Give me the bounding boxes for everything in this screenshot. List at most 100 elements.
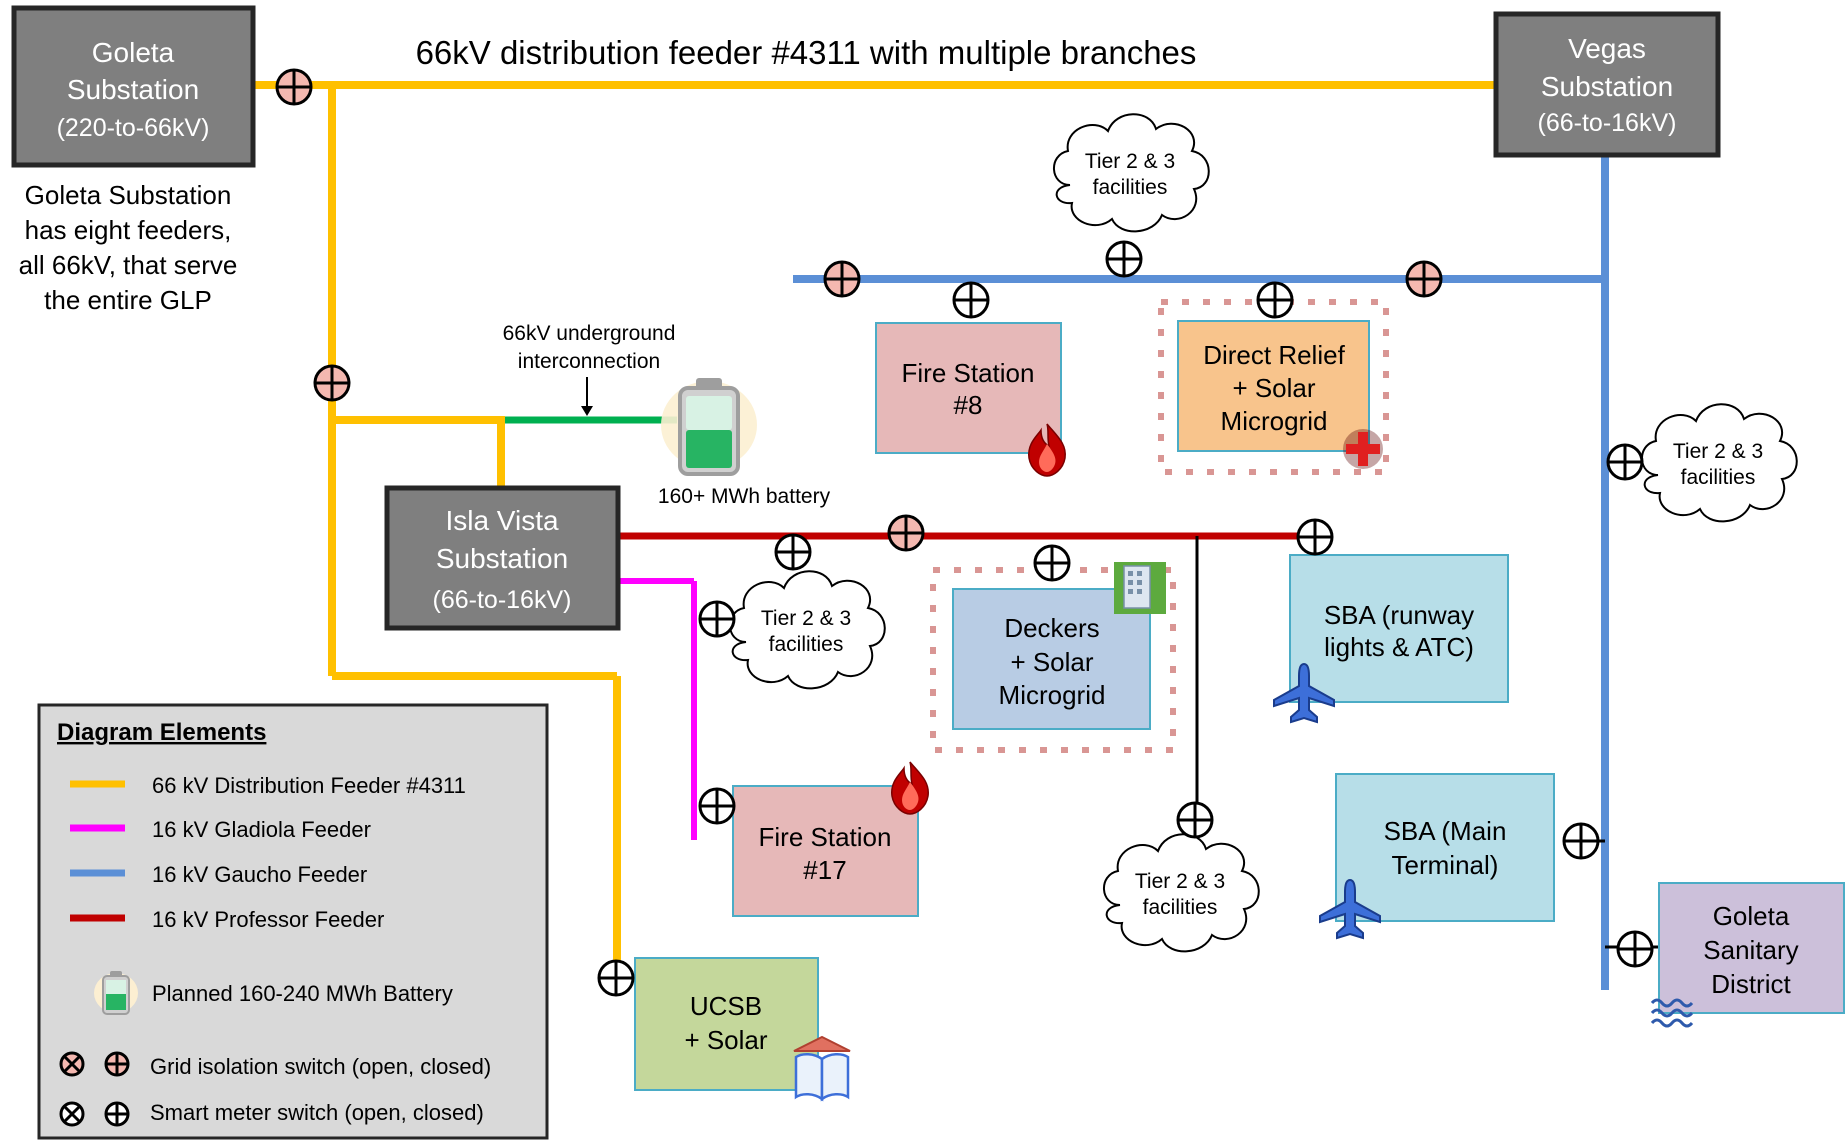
water-wave-icon — [1650, 998, 1694, 1028]
tier-cloud-middle: Tier 2 & 3 facilities — [728, 570, 886, 690]
tier-cloud-label: Tier 2 & 3 — [1673, 440, 1763, 463]
legend-item-label: 16 kV Gaucho Feeder — [152, 862, 367, 887]
goleta-substation-name: Goleta — [92, 37, 175, 68]
deckers-label: + Solar — [1010, 647, 1093, 677]
meter-switch-closed-icon — [104, 1101, 130, 1127]
grid-isolation-switch-icon — [313, 364, 351, 402]
battery-icon — [94, 971, 138, 1015]
direct-relief-label: Microgrid — [1221, 406, 1328, 436]
ucsb-label: + Solar — [684, 1025, 767, 1055]
fire-station-17-label: #17 — [803, 855, 846, 885]
fire-station-8-label: #8 — [954, 390, 983, 420]
tier-cloud-bottom: Tier 2 & 3 facilities — [1102, 833, 1260, 953]
sba-terminal-label: Terminal) — [1392, 850, 1499, 880]
direct-relief-box: Direct Relief + Solar Microgrid — [1158, 299, 1389, 475]
legend-item-label: 16 kV Gladiola Feeder — [152, 817, 371, 842]
isla-vista-substation-name-2: Substation — [436, 543, 568, 574]
office-building-icon — [1114, 562, 1166, 614]
tier-cloud-label: facilities — [1093, 176, 1168, 199]
diagram-title: 66kV distribution feeder #4311 with mult… — [416, 34, 1197, 71]
isla-vista-substation-name: Isla Vista — [445, 505, 559, 536]
fire-icon — [890, 761, 930, 815]
goleta-sanitary-box: Goleta Sanitary District — [1658, 882, 1845, 1014]
tier-cloud-label: Tier 2 & 3 — [1135, 870, 1225, 893]
legend-item-label: 66 kV Distribution Feeder #4311 — [152, 773, 466, 798]
smart-meter-switch-icon — [1616, 930, 1654, 968]
deckers-label: Microgrid — [999, 680, 1106, 710]
tier-cloud-label: facilities — [1681, 466, 1756, 489]
smart-meter-switch-icon — [1256, 281, 1294, 319]
smart-meter-switch-icon — [597, 959, 635, 997]
grid-isolation-switch-icon — [823, 260, 861, 298]
grid-isolation-switch-icon — [275, 68, 313, 106]
deckers-box: Deckers + Solar Microgrid — [930, 567, 1176, 753]
ucsb-label: UCSB — [690, 991, 762, 1021]
ucsb-box: UCSB + Solar — [634, 957, 819, 1091]
feeder-66kv-lines — [252, 81, 1495, 978]
sba-terminal-box: SBA (Main Terminal) — [1335, 773, 1555, 922]
interconnection-label: 66kV underground interconnection — [503, 322, 676, 373]
sba-terminal-label: SBA (Main — [1384, 816, 1507, 846]
sba-runway-box: SBA (runway lights & ATC) — [1289, 554, 1509, 703]
goleta-note-line: the entire GLP — [44, 285, 212, 315]
smart-meter-switch-icon — [1105, 240, 1143, 278]
goleta-note-line: all 66kV, that serve — [19, 250, 238, 280]
interconnection-arrow — [581, 377, 593, 416]
legend-item-label: 16 kV Professor Feeder — [152, 907, 384, 932]
tier-cloud-label: facilities — [1143, 896, 1218, 919]
smart-meter-switch-icon — [698, 787, 736, 825]
smart-meter-switch-icon — [1606, 443, 1644, 481]
goleta-sanitary-label: District — [1711, 969, 1791, 999]
direct-relief-label: + Solar — [1232, 373, 1315, 403]
smart-meter-switch-icon — [698, 600, 736, 638]
goleta-substation-name-2: Substation — [67, 74, 199, 105]
sba-runway-label: lights & ATC) — [1324, 632, 1474, 662]
goleta-substation-rating: (220-to-66kV) — [57, 114, 210, 142]
medical-cross-icon — [1343, 429, 1383, 469]
open-book-icon — [793, 1035, 851, 1102]
goleta-substation: Goleta Substation (220-to-66kV) — [11, 5, 256, 168]
goleta-note: Goleta Substation has eight feeders, all… — [19, 180, 238, 315]
sba-runway-label: SBA (runway — [1324, 600, 1474, 630]
tier-cloud-right: Tier 2 & 3 facilities — [1640, 403, 1798, 523]
legend: Diagram Elements 66 kV Distribution Feed… — [37, 703, 549, 1140]
legend-battery-label: Planned 160-240 MWh Battery — [152, 981, 453, 1006]
tier-cloud-label: facilities — [769, 633, 844, 656]
vegas-substation: Vegas Substation (66-to-16kV) — [1493, 11, 1721, 158]
direct-relief-label: Direct Relief — [1203, 340, 1345, 370]
tier-cloud-label: Tier 2 & 3 — [1085, 150, 1175, 173]
goleta-sanitary-label: Sanitary — [1703, 935, 1798, 965]
legend-grid-switch-label: Grid isolation switch (open, closed) — [150, 1054, 491, 1079]
fire-station-17-label: Fire Station — [759, 822, 892, 852]
vegas-substation-rating: (66-to-16kV) — [1538, 109, 1677, 137]
goleta-sanitary-label: Goleta — [1713, 901, 1790, 931]
smart-meter-switch-icon — [1176, 801, 1214, 839]
fire-station-17-box: Fire Station #17 — [732, 785, 919, 917]
deckers-label: Deckers — [1004, 613, 1099, 643]
vegas-substation-name-2: Substation — [1541, 71, 1673, 102]
battery-label: 160+ MWh battery — [658, 485, 831, 508]
grid-isolation-switch-icon — [1405, 260, 1443, 298]
fire-station-8-label: Fire Station — [902, 358, 1035, 388]
grid-isolation-switch-icon — [887, 514, 925, 552]
goleta-note-line: has eight feeders, — [25, 215, 232, 245]
legend-meter-switch-label: Smart meter switch (open, closed) — [150, 1100, 484, 1125]
meter-switch-open-icon — [59, 1101, 85, 1127]
tier-cloud-label: Tier 2 & 3 — [761, 607, 851, 630]
grid-switch-open-icon — [59, 1051, 85, 1077]
interconnection-label-line: interconnection — [518, 350, 660, 373]
legend-title: Diagram Elements — [57, 719, 266, 746]
goleta-note-line: Goleta Substation — [25, 180, 232, 210]
interconnection-label-line: 66kV underground — [503, 322, 676, 345]
professor-feeder-lines — [620, 532, 1318, 818]
battery-icon — [661, 378, 757, 476]
tier-cloud-top: Tier 2 & 3 facilities — [1052, 113, 1210, 233]
isla-vista-substation: Isla Vista Substation (66-to-16kV) — [384, 485, 621, 631]
fire-station-8-box: Fire Station #8 — [875, 322, 1062, 454]
smart-meter-switch-icon — [1296, 518, 1334, 556]
smart-meter-switch-icon — [1033, 544, 1071, 582]
grid-switch-closed-icon — [104, 1051, 130, 1077]
gladiola-feeder-lines — [620, 578, 697, 840]
isla-vista-substation-rating: (66-to-16kV) — [433, 586, 572, 614]
